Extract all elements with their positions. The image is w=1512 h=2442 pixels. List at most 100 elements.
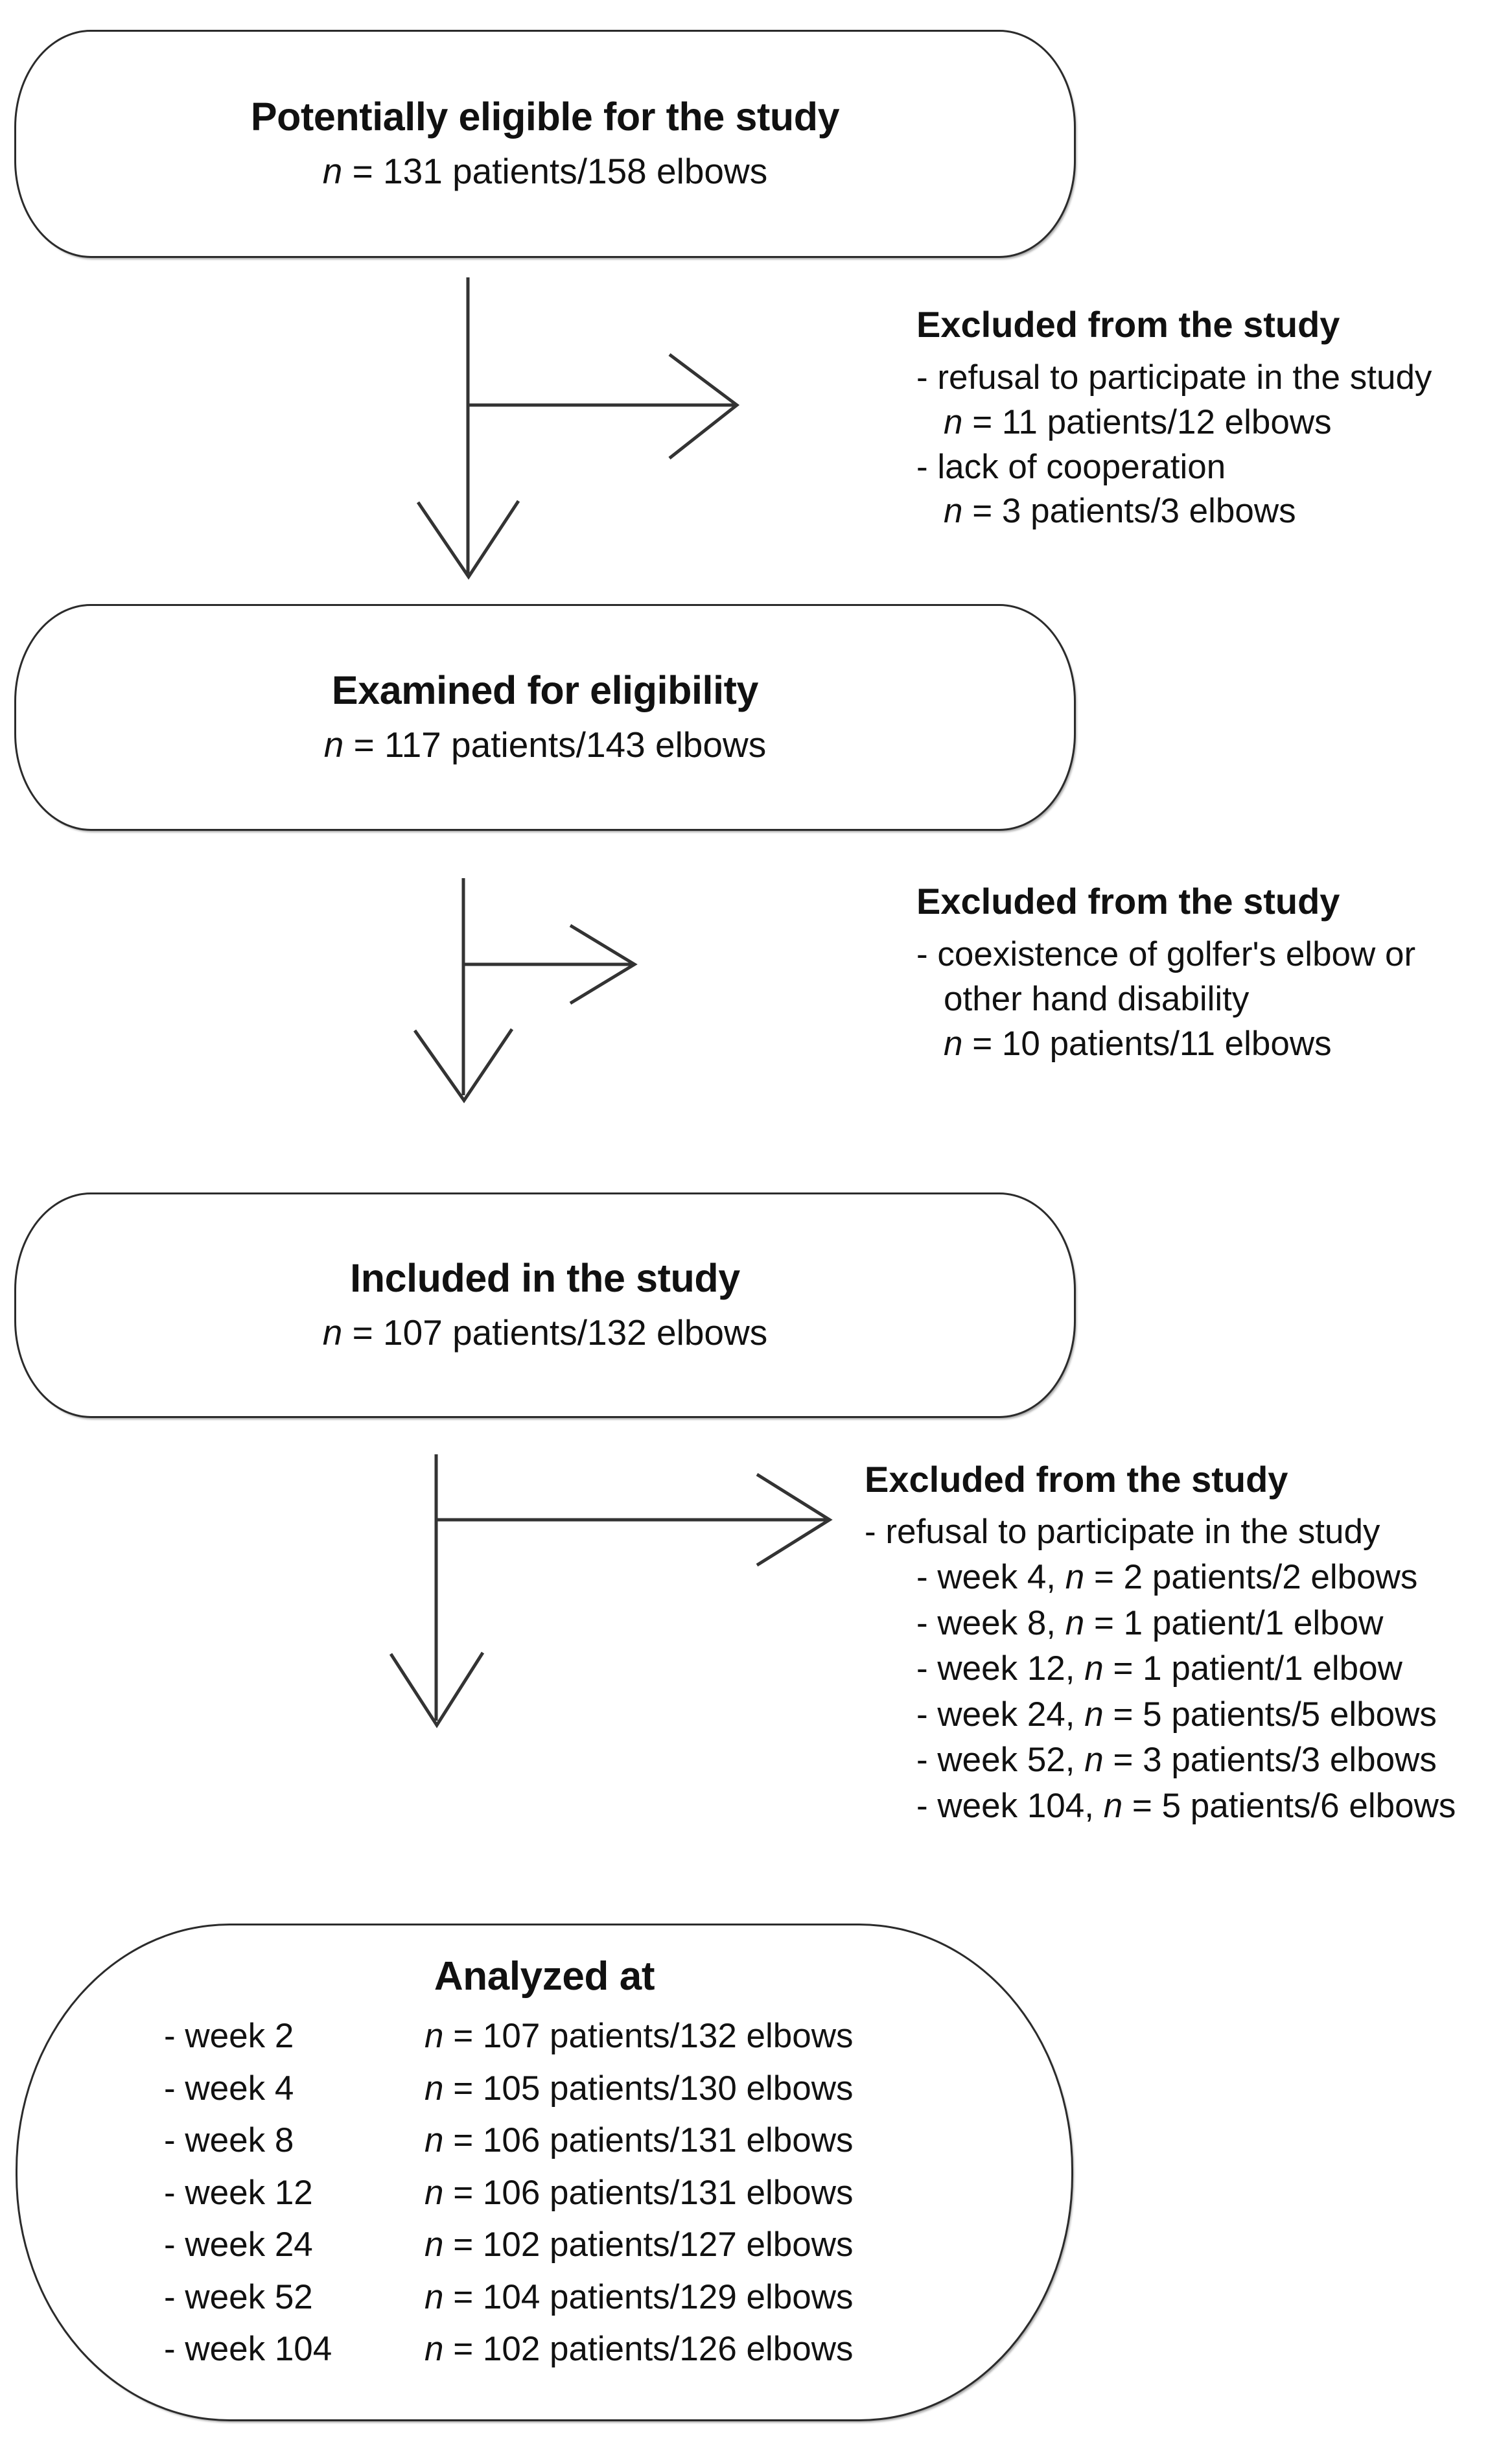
exclusion-line: - week 4, n = 2 patients/2 elbows — [865, 1555, 1456, 1600]
exclusion-week: - week 8, — [916, 1603, 1065, 1642]
exclusion-line: n = 3 patients/3 elbows — [916, 489, 1432, 534]
connector-2-right-arrowhead — [569, 924, 638, 1005]
analyzed-week: - week 24 — [164, 2226, 313, 2264]
analyzed-row: - week 12 n = 106 patients/131 elbows — [164, 2167, 1071, 2220]
node-title: Included in the study — [350, 1256, 740, 1301]
analyzed-value: n = 104 patients/129 elbows — [425, 2272, 854, 2324]
exclusion-count: = 3 patients/3 elbows — [1103, 1741, 1437, 1780]
connector-2-down-arrowhead — [413, 1028, 514, 1104]
analyzed-value: n = 105 patients/130 elbows — [425, 2063, 854, 2115]
connector-3-right-arrowhead — [756, 1472, 833, 1567]
exclusion-heading: Excluded from the study — [916, 304, 1340, 345]
analyzed-count: = 106 patients/131 elbows — [443, 2121, 854, 2160]
exclusion-block-3: Excluded from the study - refusal to par… — [865, 1459, 1456, 1829]
analyzed-count: = 104 patients/129 elbows — [443, 2277, 854, 2316]
count-text: = 131 patients/158 elbows — [342, 151, 768, 192]
exclusion-week: - week 104, — [916, 1786, 1104, 1825]
italic-n: n — [425, 2226, 444, 2264]
count-text: = 107 patients/132 elbows — [342, 1312, 768, 1353]
node-title: Examined for eligibility — [331, 668, 759, 713]
node-included-in-the-study: Included in the study n = 107 patients/1… — [14, 1192, 1076, 1418]
italic-n: n — [1103, 1786, 1123, 1825]
exclusion-line: - week 24, n = 5 patients/5 elbows — [865, 1692, 1456, 1738]
analyzed-count: = 107 patients/132 elbows — [443, 2016, 854, 2055]
analyzed-row: - week 8 n = 106 patients/131 elbows — [164, 2115, 1071, 2167]
exclusion-line: other hand disability — [944, 979, 1250, 1018]
exclusion-week: - week 4, — [916, 1558, 1065, 1597]
exclusion-line: - refusal to participate in the study — [865, 1512, 1380, 1551]
connector-3 — [389, 1454, 833, 1728]
analyzed-value: n = 102 patients/127 elbows — [425, 2219, 854, 2272]
italic-n: n — [1065, 1603, 1085, 1642]
italic-n: n — [1084, 1695, 1104, 1734]
exclusion-line: - week 12, n = 1 patient/1 elbow — [865, 1646, 1456, 1692]
exclusion-count: = 5 patients/6 elbows — [1122, 1786, 1456, 1825]
italic-n: n — [323, 725, 344, 765]
exclusion-line: - lack of cooperation — [916, 447, 1226, 486]
connector-2 — [413, 878, 638, 1104]
exclusion-week: - week 12, — [916, 1649, 1085, 1688]
node-count: n = 117 patients/143 elbows — [324, 725, 766, 765]
exclusion-count: = 10 patients/11 elbows — [962, 1024, 1332, 1063]
analyzed-row: - week 52 n = 104 patients/129 elbows — [164, 2272, 1071, 2324]
node-title: Potentially eligible for the study — [250, 95, 840, 139]
analyzed-week: - week 104 — [164, 2330, 332, 2369]
analyzed-row: - week 24 n = 102 patients/127 elbows — [164, 2219, 1071, 2272]
exclusion-count: = 2 patients/2 elbows — [1084, 1558, 1418, 1597]
exclusion-heading: Excluded from the study — [865, 1459, 1288, 1500]
exclusion-count: = 5 patients/5 elbows — [1103, 1695, 1437, 1734]
connector-1-down-arrowhead — [416, 500, 520, 580]
analyzed-week: - week 4 — [164, 2069, 294, 2108]
analyzed-value: n = 106 patients/131 elbows — [425, 2167, 854, 2220]
analyzed-value: n = 102 patients/126 elbows — [425, 2323, 854, 2376]
italic-n: n — [1065, 1558, 1085, 1597]
italic-n: n — [425, 2277, 444, 2316]
analyzed-week: - week 12 — [164, 2173, 313, 2212]
analyzed-row: - week 4 n = 105 patients/130 elbows — [164, 2063, 1071, 2115]
analyzed-count: = 105 patients/130 elbows — [443, 2069, 854, 2108]
exclusion-count: = 1 patient/1 elbow — [1084, 1603, 1384, 1642]
node-count: n = 131 patients/158 elbows — [322, 151, 768, 192]
analyzed-week: - week 52 — [164, 2277, 313, 2316]
analyzed-row: - week 104 n = 102 patients/126 elbows — [164, 2323, 1071, 2376]
analyzed-week: - week 8 — [164, 2121, 294, 2160]
italic-n: n — [1084, 1741, 1104, 1780]
italic-n: n — [425, 2330, 444, 2369]
node-analyzed-at: Analyzed at - week 2 n = 107 patients/13… — [16, 1924, 1073, 2421]
exclusion-line: - week 8, n = 1 patient/1 elbow — [865, 1601, 1456, 1646]
connector-3-down-arrowhead — [389, 1651, 485, 1728]
italic-n: n — [322, 151, 343, 192]
connector-1-right-arrowhead — [668, 353, 740, 459]
italic-n: n — [425, 2069, 444, 2108]
connector-1 — [416, 277, 740, 580]
italic-n: n — [944, 492, 963, 531]
node-examined-for-eligibility: Examined for eligibility n = 117 patient… — [14, 604, 1076, 831]
exclusion-heading: Excluded from the study — [916, 881, 1340, 922]
exclusion-line: - coexistence of golfer's elbow or — [916, 935, 1416, 973]
analyzed-value: n = 106 patients/131 elbows — [425, 2115, 854, 2167]
node-potentially-eligible: Potentially eligible for the study n = 1… — [14, 30, 1076, 258]
exclusion-week: - week 24, — [916, 1695, 1085, 1734]
exclusion-line: - week 52, n = 3 patients/3 elbows — [865, 1738, 1456, 1783]
node-count: n = 107 patients/132 elbows — [322, 1312, 768, 1353]
node-title: Analyzed at — [434, 1954, 655, 1999]
italic-n: n — [944, 402, 963, 441]
exclusion-count: = 1 patient/1 elbow — [1103, 1649, 1402, 1688]
exclusion-line: - week 104, n = 5 patients/6 elbows — [865, 1784, 1456, 1829]
italic-n: n — [425, 2121, 444, 2160]
italic-n: n — [1084, 1649, 1104, 1688]
exclusion-line: - refusal to participate in the study — [916, 358, 1432, 397]
analyzed-row: - week 2 n = 107 patients/132 elbows — [164, 2010, 1071, 2063]
analyzed-count: = 106 patients/131 elbows — [443, 2173, 854, 2212]
analyzed-rows: - week 2 n = 107 patients/132 elbows - w… — [164, 2010, 1071, 2376]
exclusion-count: = 11 patients/12 elbows — [962, 402, 1332, 441]
analyzed-week: - week 2 — [164, 2016, 294, 2055]
italic-n: n — [425, 2173, 444, 2212]
exclusion-week: - week 52, — [916, 1741, 1085, 1780]
analyzed-count: = 102 patients/127 elbows — [443, 2226, 854, 2264]
italic-n: n — [944, 1024, 963, 1063]
exclusion-block-1: Excluded from the study - refusal to par… — [916, 304, 1432, 534]
exclusion-line: n = 10 patients/11 elbows — [916, 1022, 1500, 1067]
exclusion-line: n = 11 patients/12 elbows — [916, 401, 1432, 445]
italic-n: n — [322, 1312, 343, 1353]
